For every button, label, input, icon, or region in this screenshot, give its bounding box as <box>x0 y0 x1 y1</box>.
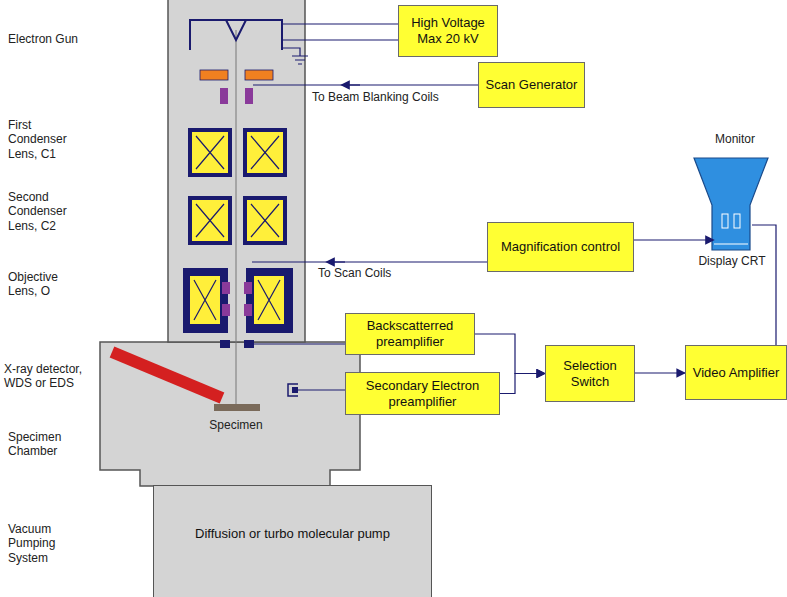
blanking-coil <box>220 88 228 104</box>
part-label: Second Condenser Lens, C2 <box>8 190 88 233</box>
scan-coil <box>244 282 252 294</box>
objective-coils <box>190 276 284 324</box>
se-detector <box>288 384 298 396</box>
coil-cross <box>196 136 224 169</box>
lens-coils <box>190 130 285 243</box>
coil-cross <box>251 136 279 169</box>
objective-pole <box>246 268 293 333</box>
preamplifier-box: Backscatterred preamplifier <box>345 313 475 355</box>
anode <box>245 70 273 80</box>
coil-cross <box>196 204 224 237</box>
part-label: Display CRT <box>692 254 772 268</box>
part-label: X-ray detector, WDS or EDS <box>4 362 99 391</box>
lens-coil <box>245 130 285 175</box>
scan-wire <box>252 261 487 262</box>
signal-label: To Scan Coils <box>318 266 438 280</box>
monitor-crt <box>694 158 768 250</box>
objective-pole <box>183 268 228 333</box>
filament <box>226 20 246 40</box>
objective-coil <box>254 276 284 324</box>
preamplifier-box: Secondary Electron preamplifier <box>345 372 500 415</box>
scan-generator-box: Scan Generator <box>478 62 585 108</box>
node-text: Diffusion or turbo molecular pump <box>195 526 390 542</box>
video-wire <box>752 225 776 345</box>
part-label: Electron Gun <box>8 32 98 46</box>
objective-coil <box>190 276 220 324</box>
specimen-stub <box>214 404 260 411</box>
bse-detector <box>244 340 254 348</box>
node-text: Selection Switch <box>552 358 628 389</box>
scan-coil <box>244 304 252 316</box>
signal-connector <box>635 372 685 373</box>
hv-wire <box>282 39 398 40</box>
coil-cross <box>194 280 216 320</box>
bse-detector <box>220 340 230 348</box>
part-label: First Condenser Lens, C1 <box>8 118 88 161</box>
scan-coil <box>222 282 230 294</box>
crt-screen <box>714 244 748 245</box>
electron-gun <box>190 20 282 50</box>
blanking-coil <box>245 88 253 104</box>
blanking-arrow <box>345 84 360 85</box>
crt-coil <box>722 214 728 228</box>
magnification-box: Magnification control <box>487 222 634 272</box>
coil-cross <box>251 204 279 237</box>
xray-detector <box>112 352 222 398</box>
signal-connector <box>475 334 545 374</box>
lens-coil <box>190 198 230 243</box>
lens-coil <box>190 130 230 175</box>
scan-arrow <box>330 261 345 262</box>
blanking-wire <box>253 84 478 85</box>
node-text: High Voltage Max 20 kV <box>405 15 491 46</box>
hv-wire <box>282 23 398 24</box>
part-label: Vacuum Pumping System <box>8 522 88 565</box>
bse-wire <box>254 343 345 344</box>
coil-cross <box>258 280 280 320</box>
part-label: Specimen Chamber <box>8 430 93 459</box>
ground-symbol <box>282 48 308 64</box>
signal-label: To Beam Blanking Coils <box>312 90 472 104</box>
se-wire <box>298 389 345 390</box>
part-label: Monitor <box>700 132 770 146</box>
anode <box>200 70 228 80</box>
specimen-chamber <box>100 342 360 486</box>
power-supply-box: High Voltage Max 20 kV <box>398 5 498 57</box>
scan-coil <box>222 304 230 316</box>
crt-coil <box>734 214 740 228</box>
node-text: Video Amplifier <box>693 365 779 381</box>
se-detector <box>292 387 298 393</box>
part-label: Objective Lens, O <box>8 270 88 299</box>
switch-box: Selection Switch <box>545 345 635 402</box>
pump-box: Diffusion or turbo molecular pump <box>153 485 432 597</box>
amplifier-box: Video Amplifier <box>685 345 787 400</box>
beam-axis <box>236 30 237 404</box>
signal-connector <box>500 374 545 394</box>
node-text: Scan Generator <box>486 77 578 93</box>
lens-coil <box>245 198 285 243</box>
mag-wire <box>634 239 710 240</box>
node-text: Secondary Electron preamplifier <box>352 378 493 409</box>
node-text: Magnification control <box>501 239 620 255</box>
node-text: Backscatterred preamplifier <box>352 318 468 349</box>
part-label: Specimen <box>206 418 266 432</box>
